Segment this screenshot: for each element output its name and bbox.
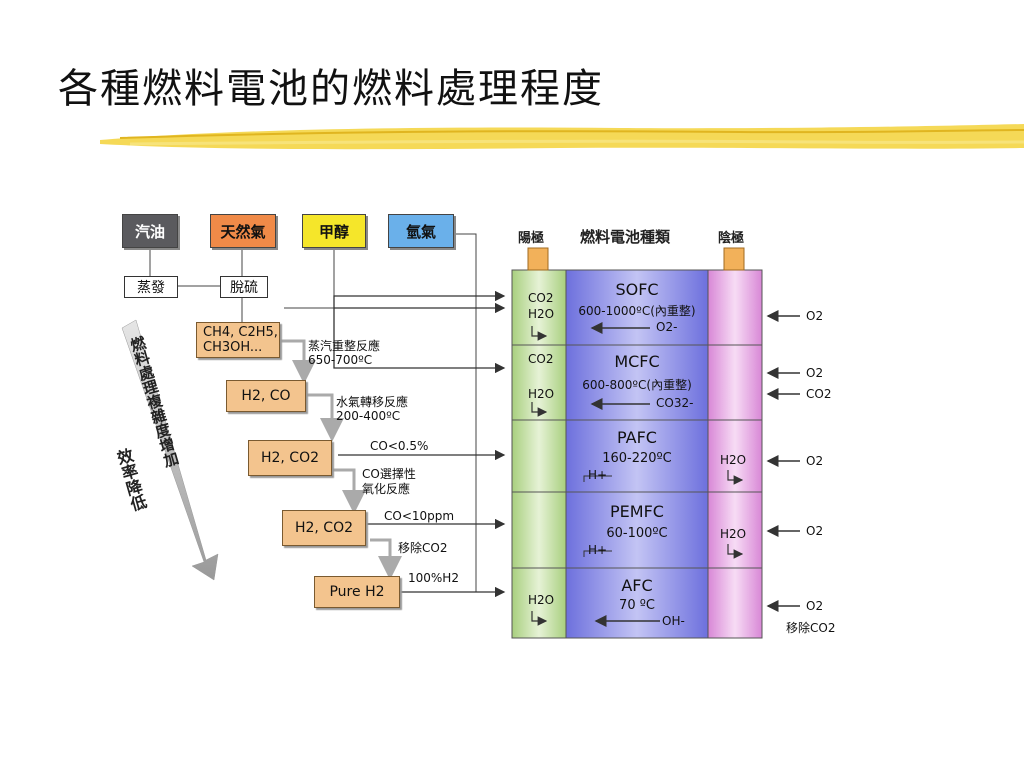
stage-hydrocarbons: CH4, C2H5, CH3OH...	[196, 322, 280, 358]
pafc-cathode-o2: O2	[806, 454, 824, 468]
cell-pemfc-temp: 60-100ºC	[606, 526, 668, 541]
cell-sofc-temp: 600-1000ºC(內重整)	[578, 304, 696, 318]
source-hydrogen: 氫氣	[388, 214, 454, 248]
label-co-lt: CO<0.5%	[370, 439, 429, 453]
source-methanol: 甲醇	[302, 214, 366, 248]
cell-pemfc-ion: H+	[588, 543, 608, 557]
stage-h2-co2-a: H2, CO2	[248, 440, 332, 476]
label-pure-h2: 100%H2	[408, 571, 459, 585]
title-underline-brush	[100, 124, 1024, 150]
label-shift: 水氣轉移反應	[336, 395, 409, 409]
cell-pafc-ion: H+	[588, 468, 608, 482]
cell-pafc-name: PAFC	[617, 428, 657, 447]
pemfc-cathode-h2o: H2O	[720, 527, 747, 541]
label-prox-1: CO選擇性	[362, 467, 416, 481]
stage-h2-co2-b: H2, CO2	[282, 510, 366, 546]
sofc-anode-h2o: H2O	[528, 307, 555, 321]
cell-afc-name: AFC	[621, 576, 653, 595]
cell-pemfc-name: PEMFC	[610, 502, 664, 521]
cell-sofc-name: SOFC	[615, 280, 659, 299]
label-co-ppm: CO<10ppm	[384, 509, 455, 523]
cell-afc-temp: 70 ºC	[619, 598, 655, 613]
afc-cathode-o2: O2	[806, 599, 824, 613]
afc-anode-h2o: H2O	[528, 593, 555, 607]
pemfc-cathode-o2: O2	[806, 524, 824, 538]
stage-h2-co: H2, CO	[226, 380, 306, 412]
label-remove-co2: 移除CO2	[398, 541, 448, 555]
mcfc-anode-co2: CO2	[528, 352, 554, 366]
sofc-anode-co2: CO2	[528, 291, 554, 305]
afc-remove-co2: 移除CO2	[786, 621, 836, 635]
cell-sofc-ion: O2-	[656, 320, 678, 334]
slide-title: 各種燃料電池的燃料處理程度	[58, 66, 604, 112]
step-evaporate: 蒸發	[124, 276, 178, 298]
stage-hydrocarbons-line1: CH4, C2H5,	[203, 325, 278, 340]
stage-pure-h2: Pure H2	[314, 576, 400, 608]
anode-header: 陽極	[518, 231, 545, 246]
label-shift-temp: 200-400ºC	[336, 409, 401, 423]
cell-mcfc-temp: 600-800ºC(內重整)	[582, 378, 692, 392]
label-reforming: 蒸汽重整反應	[308, 339, 381, 353]
source-natural-gas: 天然氣	[210, 214, 276, 248]
source-gasoline: 汽油	[122, 214, 178, 248]
sofc-cathode-o2: O2	[806, 309, 824, 323]
mcfc-cathode-co2: CO2	[806, 387, 832, 401]
cell-type-header: 燃料電池種類	[580, 228, 671, 246]
cell-pafc-temp: 160-220ºC	[602, 451, 672, 466]
cell-mcfc-ion: CO32-	[656, 396, 694, 410]
mcfc-cathode-o2: O2	[806, 366, 824, 380]
label-reforming-temp: 650-700ºC	[308, 353, 373, 367]
mcfc-anode-h2o: H2O	[528, 387, 555, 401]
step-desulfur: 脫硫	[220, 276, 268, 298]
cell-afc-ion: OH-	[662, 614, 685, 628]
cell-mcfc-name: MCFC	[614, 352, 660, 371]
pafc-cathode-h2o: H2O	[720, 453, 747, 467]
label-prox-2: 氧化反應	[362, 482, 411, 496]
stage-hydrocarbons-line2: CH3OH...	[203, 340, 263, 355]
cathode-header: 陰極	[718, 231, 745, 246]
